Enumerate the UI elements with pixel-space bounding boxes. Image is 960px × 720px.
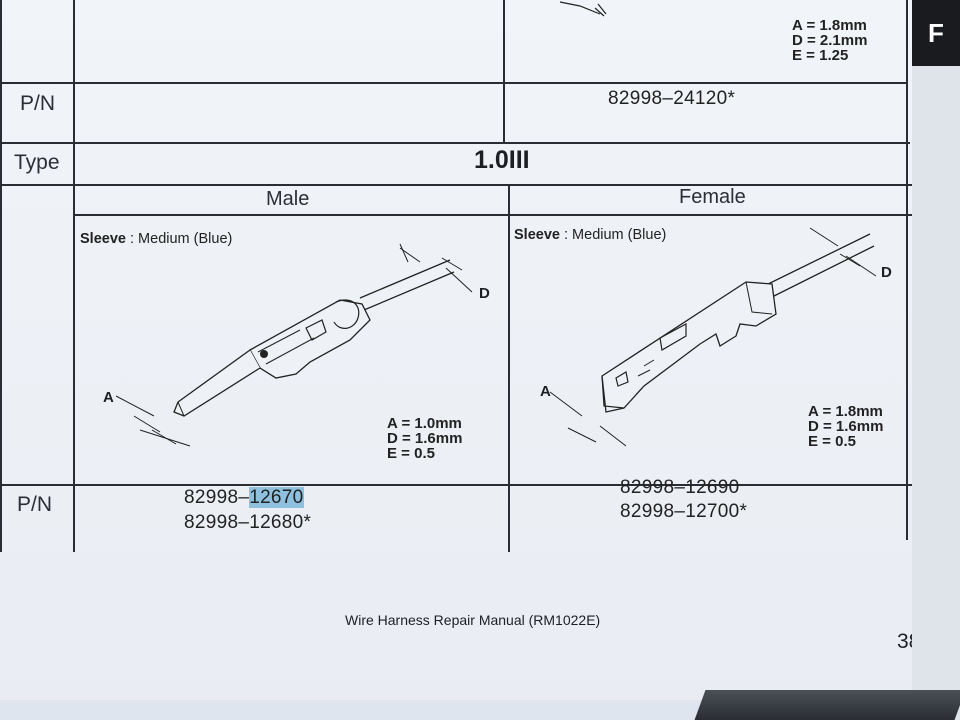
type-value: 1.0III: [474, 146, 530, 174]
male-pn-2: 82998–12680*: [184, 512, 312, 533]
row-line-3: [0, 184, 912, 186]
pn-label-bottom: P/N: [17, 493, 53, 516]
male-terminal-drawing: [100, 240, 480, 450]
male-label-a: A: [103, 389, 114, 406]
female-dimensions: A = 1.8mm D = 1.6mm E = 0.5: [808, 404, 883, 449]
top-female-drawing-fragment: [540, 0, 620, 22]
row-line-5: [0, 484, 912, 486]
female-dim-e: E = 0.5: [808, 433, 856, 450]
pn-female-top: 82998–24120*: [608, 88, 736, 109]
monitor-bezel-edge: [694, 690, 960, 720]
pn-label-top: P/N: [20, 92, 56, 115]
manual-page: A = 1.8mm D = 2.1mm E = 1.25 P/N 82998–2…: [0, 0, 932, 700]
table-col2-divider-lower: [508, 186, 510, 552]
female-sleeve-value: : Medium (Blue): [559, 227, 667, 243]
top-dimensions: A = 1.8mm D = 2.1mm E = 1.25: [792, 18, 867, 63]
manual-title: Wire Harness Repair Manual (RM1022E): [345, 612, 601, 628]
female-dim-a: A = 1.8mm: [808, 403, 883, 420]
table-right-border: [906, 0, 908, 540]
female-header: Female: [679, 186, 746, 208]
male-pn-1-prefix: 82998–: [184, 487, 250, 508]
male-dim-e: E = 0.5: [387, 445, 435, 462]
table-left-border: [0, 0, 2, 552]
male-sleeve-value: : Medium (Blue): [125, 231, 233, 247]
male-pn-1-highlighted[interactable]: 12670: [249, 487, 304, 508]
male-dim-d: D = 1.6mm: [387, 430, 463, 447]
female-dim-d: D = 1.6mm: [808, 418, 884, 435]
female-terminal-drawing: [540, 226, 910, 456]
section-tab: F: [912, 0, 960, 66]
row-line-2: [0, 142, 910, 144]
row-line-1: [0, 82, 908, 84]
top-dim-d: D = 2.1mm: [792, 32, 868, 49]
table-col2-divider-upper: [503, 0, 505, 143]
male-sleeve-text: Sleeve : Medium (Blue): [80, 231, 232, 247]
male-dim-a: A = 1.0mm: [387, 415, 462, 432]
female-label-a: A: [540, 383, 551, 400]
male-pn-1: 82998–12670: [184, 487, 304, 509]
male-header: Male: [266, 188, 310, 210]
male-sleeve-label: Sleeve: [80, 231, 126, 247]
male-dimensions: A = 1.0mm D = 1.6mm E = 0.5: [387, 416, 462, 461]
female-pn-2: 82998–12700*: [620, 501, 748, 522]
female-pn-1: 82998–12690: [620, 477, 740, 498]
type-label: Type: [14, 151, 60, 174]
female-label-d: D: [881, 264, 892, 281]
table-col1-divider: [73, 0, 75, 552]
female-sleeve-text: Sleeve : Medium (Blue): [514, 227, 666, 243]
top-dim-a: A = 1.8mm: [792, 17, 867, 34]
row-line-4: [73, 214, 912, 216]
male-label-d: D: [479, 285, 490, 302]
top-dim-e: E = 1.25: [792, 47, 849, 64]
female-sleeve-label: Sleeve: [514, 227, 560, 243]
page-edge-strip: [912, 66, 960, 720]
